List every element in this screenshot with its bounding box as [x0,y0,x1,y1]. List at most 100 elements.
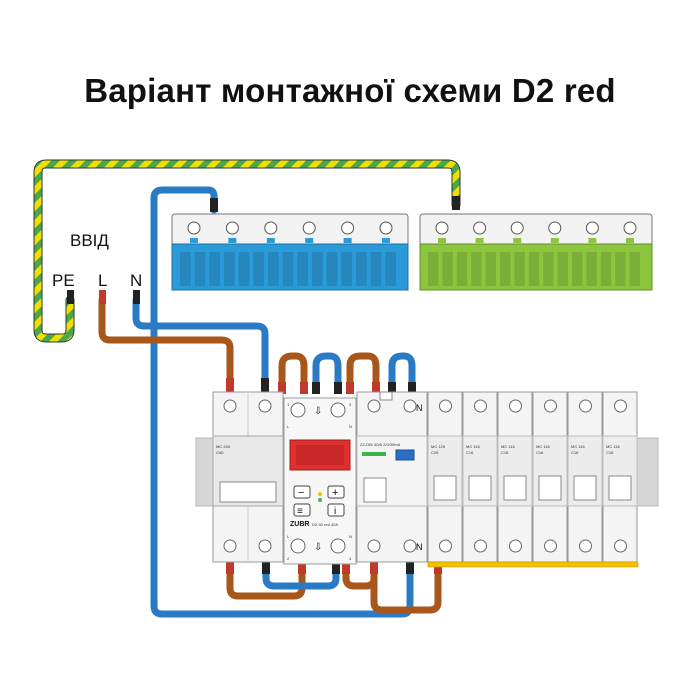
busbar-tab [513,238,522,243]
busbar-slot [341,252,352,286]
rcd-test-button[interactable] [395,449,415,461]
breaker-label: MC 116 [571,444,585,449]
ferrule [408,382,416,394]
menu-button[interactable] [293,503,311,517]
busbar-tab [382,238,390,243]
ferrule [226,560,234,574]
ferrule [278,382,286,394]
busbar-slot [471,252,482,286]
terminal-screw [544,539,557,553]
terminal-screw [290,538,306,554]
info-button[interactable] [327,503,345,517]
relay-brand: ZUBR [290,521,309,528]
plus-button[interactable] [327,485,345,499]
breaker-label: MC 125 [431,444,446,449]
bottom-loop-brown-1 [226,562,306,600]
terminal-screw [439,539,452,553]
busbar-slot [600,252,612,286]
busbar-screw [264,221,278,235]
busbar-slot [253,252,264,286]
bottom-loop-brown-3 [370,562,442,614]
busbar-tab [228,238,237,243]
busbar-tab [475,238,484,243]
terminal-screw [290,402,306,418]
ferrule [334,382,342,394]
busbar-slot [238,252,250,286]
busbar-slot [370,252,382,286]
l-label: L [98,271,107,290]
busbar-tab [305,238,314,243]
busbar-screw [379,221,393,235]
breaker-lever[interactable] [468,475,492,501]
busbar-slot [615,252,626,286]
main-breaker-label: MC 240 [216,444,231,449]
ferrule [388,382,396,394]
busbar-slot [543,252,554,286]
breaker-sub: C16 [606,450,614,455]
terminal-screw [367,539,381,553]
terminal-screw [614,399,627,413]
busbar-tab [266,238,275,243]
busbar-slot [224,252,235,286]
terminal-screw [330,402,346,418]
busbar-tab [438,238,446,243]
busbar-slot [268,252,279,286]
breaker-lever[interactable] [608,475,632,501]
busbar-slot [194,252,206,286]
relay-top-l: L [287,424,290,429]
busbar-slot [514,252,525,286]
top-loop-blue-2 [388,352,416,392]
busbar-comb [427,561,639,568]
breaker-lever[interactable] [573,475,597,501]
busbar-slot [629,252,640,286]
breaker-label: MC 116 [536,444,550,449]
busbar-screw [548,221,562,235]
pe-busbar [419,213,653,291]
busbar-slot [528,252,540,286]
terminal-screw [439,399,452,413]
plus-button-label: + [332,487,338,499]
bottom-loop-blue-1 [262,562,340,590]
ferrule [346,382,354,394]
page-title: Варіант монтажної схеми D2 red [84,72,616,109]
status-led [318,498,322,502]
breaker-label: MC 116 [466,444,480,449]
relay-bot-2: 2 [287,556,290,561]
breaker-sub: C16 [571,450,579,455]
busbar-slot [586,252,597,286]
breaker-lever[interactable] [538,475,562,501]
input-n-end [133,290,140,304]
main-breaker-lever[interactable] [219,481,277,503]
busbar-tab [343,238,352,243]
rcd-label: ZZ-DB/ 40/A 2/0/30mA [360,442,401,447]
breaker-lever[interactable] [503,475,527,501]
voltage-relay: ⇩ ⇩ 1 3 L N − + ≡ i ZUBR D2-40 red 40A L… [283,397,357,565]
n-label: N [130,271,142,290]
ferrule [300,382,308,394]
busbar-tab [190,238,198,243]
busbar-screw [510,221,524,235]
terminal-screw [579,539,592,553]
minus-button[interactable] [293,485,311,499]
terminal-screw [614,539,627,553]
busbar-screw [225,221,239,235]
bottom-loop-brown-2 [342,562,378,590]
terminal-screw [403,539,417,553]
breaker-lever[interactable] [433,475,457,501]
busbar-slot [500,252,511,286]
breaker-sub: C25 [431,450,439,455]
status-led [318,492,322,496]
breaker-sub: C16 [466,450,474,455]
rcd-bot-n: N [416,542,423,552]
busbar-slot [557,252,568,286]
main-breaker-top-n-ferrule [261,378,269,394]
busbar-screw [585,221,599,235]
busbar-screw [473,221,487,235]
terminal-screw [258,399,272,413]
breaker-label: MC 116 [501,444,515,449]
rcd-lever[interactable] [363,477,387,503]
busbar-slot [442,252,453,286]
busbar-screw [302,221,316,235]
